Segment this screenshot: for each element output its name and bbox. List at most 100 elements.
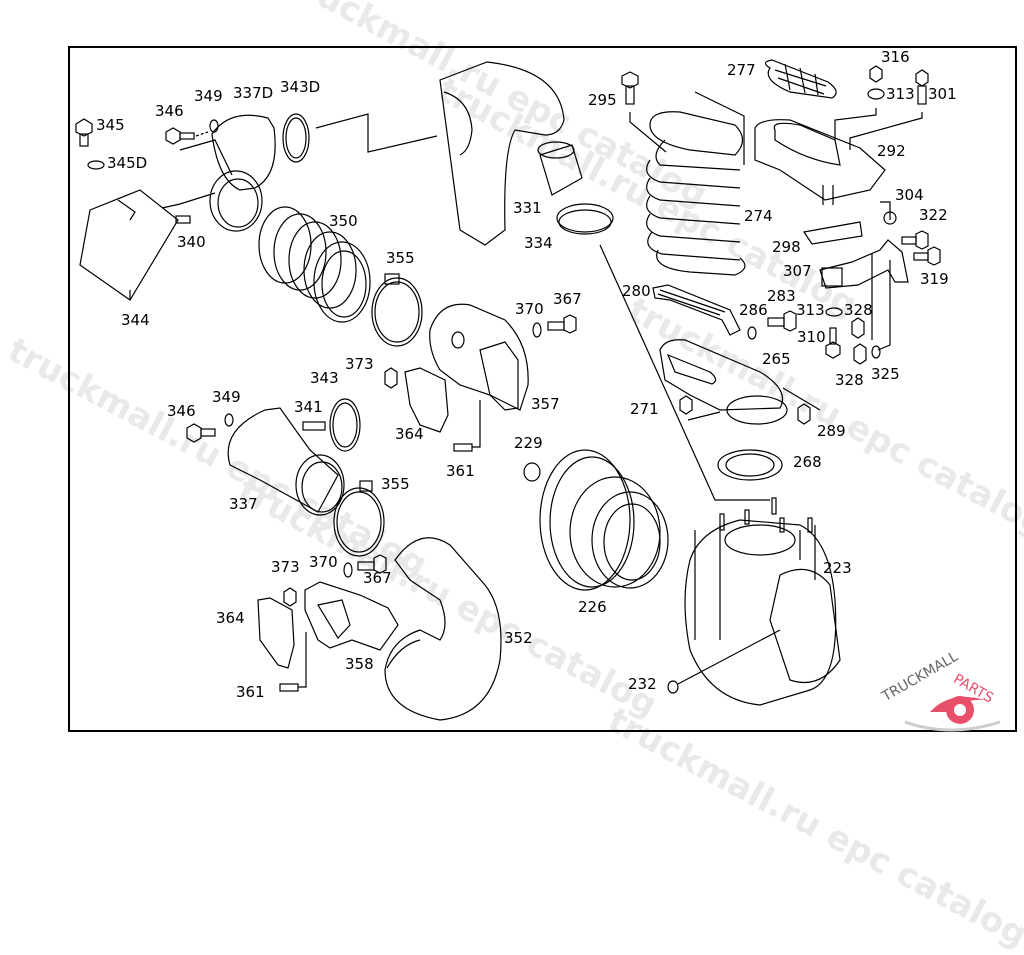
part-label-355a[interactable]: 355 xyxy=(386,249,415,267)
part-label-344[interactable]: 344 xyxy=(121,311,150,329)
part-357-elbow xyxy=(429,303,529,411)
part-label-313a[interactable]: 313 xyxy=(886,85,915,103)
part-label-328b[interactable]: 328 xyxy=(835,371,864,389)
part-label-325[interactable]: 325 xyxy=(871,365,900,383)
part-364a-gasket xyxy=(404,367,449,433)
part-label-367a[interactable]: 367 xyxy=(553,290,582,308)
part-label-364a[interactable]: 364 xyxy=(395,425,424,443)
part-265-duct xyxy=(659,339,784,411)
part-label-313b[interactable]: 313 xyxy=(796,301,825,319)
part-label-298[interactable]: 298 xyxy=(772,238,801,256)
part-label-357[interactable]: 357 xyxy=(531,395,560,413)
part-label-310[interactable]: 310 xyxy=(797,328,826,346)
part-label-226[interactable]: 226 xyxy=(578,598,607,616)
part-229-plug xyxy=(523,462,541,482)
part-283-bolt xyxy=(767,310,797,332)
part-label-328a[interactable]: 328 xyxy=(844,301,873,319)
part-label-271[interactable]: 271 xyxy=(630,400,659,418)
part-label-370b[interactable]: 370 xyxy=(309,553,338,571)
part-label-322[interactable]: 322 xyxy=(919,206,948,224)
part-label-307[interactable]: 307 xyxy=(783,262,812,280)
part-355b-clamp xyxy=(333,487,385,557)
part-271-nut xyxy=(679,395,693,415)
part-277-screen xyxy=(764,59,837,99)
part-label-319[interactable]: 319 xyxy=(920,270,949,288)
part-367b-bolt xyxy=(357,554,387,574)
part-345-bolt xyxy=(75,118,93,147)
part-label-349a[interactable]: 349 xyxy=(194,87,223,105)
part-304-bushing xyxy=(883,211,897,225)
part-label-229[interactable]: 229 xyxy=(514,434,543,452)
part-label-337D[interactable]: 337D xyxy=(233,84,274,102)
part-label-346a[interactable]: 346 xyxy=(155,102,184,120)
part-label-345[interactable]: 345 xyxy=(96,116,125,134)
part-label-361a[interactable]: 361 xyxy=(446,462,475,480)
part-label-355b[interactable]: 355 xyxy=(381,475,410,493)
part-label-295[interactable]: 295 xyxy=(588,91,617,109)
part-373b-nut xyxy=(283,587,297,607)
part-352-elbow xyxy=(384,537,502,721)
part-label-268[interactable]: 268 xyxy=(793,453,822,471)
part-301-bolt xyxy=(915,69,929,105)
part-label-350[interactable]: 350 xyxy=(329,212,358,230)
part-label-334[interactable]: 334 xyxy=(524,234,553,252)
part-label-277[interactable]: 277 xyxy=(727,61,756,79)
part-label-364b[interactable]: 364 xyxy=(216,609,245,627)
part-label-286[interactable]: 286 xyxy=(739,301,768,319)
part-343-oring xyxy=(329,398,361,452)
part-label-292[interactable]: 292 xyxy=(877,142,906,160)
part-label-367b[interactable]: 367 xyxy=(363,569,392,587)
part-334-clamp xyxy=(556,203,614,233)
part-label-316[interactable]: 316 xyxy=(881,48,910,66)
part-373a-nut xyxy=(384,367,398,389)
part-289-nut xyxy=(797,403,811,425)
part-label-361b[interactable]: 361 xyxy=(236,683,265,701)
part-label-331[interactable]: 331 xyxy=(513,199,542,217)
part-label-346b[interactable]: 346 xyxy=(167,402,196,420)
part-label-223[interactable]: 223 xyxy=(823,559,852,577)
part-328b-nut xyxy=(853,343,867,365)
part-319-bolt xyxy=(913,246,941,266)
part-label-370a[interactable]: 370 xyxy=(515,300,544,318)
part-label-343D[interactable]: 343D xyxy=(280,78,321,96)
part-292-plate xyxy=(754,119,886,201)
part-344-shield xyxy=(79,189,179,301)
part-label-232[interactable]: 232 xyxy=(628,675,657,693)
part-355-clamp xyxy=(371,277,423,347)
part-label-341[interactable]: 341 xyxy=(294,398,323,416)
part-361b-stud xyxy=(279,683,299,692)
part-label-349b[interactable]: 349 xyxy=(212,388,241,406)
part-349b-washer xyxy=(224,413,234,427)
part-label-304[interactable]: 304 xyxy=(895,186,924,204)
part-label-340[interactable]: 340 xyxy=(177,233,206,251)
part-label-280[interactable]: 280 xyxy=(622,282,651,300)
part-label-345D[interactable]: 345D xyxy=(107,154,148,172)
part-label-283[interactable]: 283 xyxy=(767,287,796,305)
part-295-bolt xyxy=(621,71,639,105)
part-label-301[interactable]: 301 xyxy=(928,85,957,103)
part-label-373a[interactable]: 373 xyxy=(345,355,374,373)
part-316-nut xyxy=(869,65,883,83)
part-364b-gasket xyxy=(257,597,295,669)
part-label-358[interactable]: 358 xyxy=(345,655,374,673)
part-label-373b[interactable]: 373 xyxy=(271,558,300,576)
part-337-tube xyxy=(227,407,339,513)
part-label-274[interactable]: 274 xyxy=(744,207,773,225)
part-label-337[interactable]: 337 xyxy=(229,495,258,513)
part-331-sleeve xyxy=(539,144,583,196)
part-346b-bolt xyxy=(186,423,216,443)
parts-drawing xyxy=(75,59,1001,732)
part-325-washer xyxy=(871,345,881,359)
part-label-265[interactable]: 265 xyxy=(762,350,791,368)
part-280-gasket xyxy=(652,284,741,336)
part-label-343[interactable]: 343 xyxy=(310,369,339,387)
part-350-bellows xyxy=(258,206,371,323)
part-337D-housing xyxy=(211,114,276,191)
part-343D-oring xyxy=(282,113,310,163)
part-223-turbo xyxy=(684,497,841,706)
part-361a-stud xyxy=(453,443,473,452)
part-label-289[interactable]: 289 xyxy=(817,422,846,440)
part-label-352[interactable]: 352 xyxy=(504,629,533,647)
part-331-elbow xyxy=(439,61,565,246)
